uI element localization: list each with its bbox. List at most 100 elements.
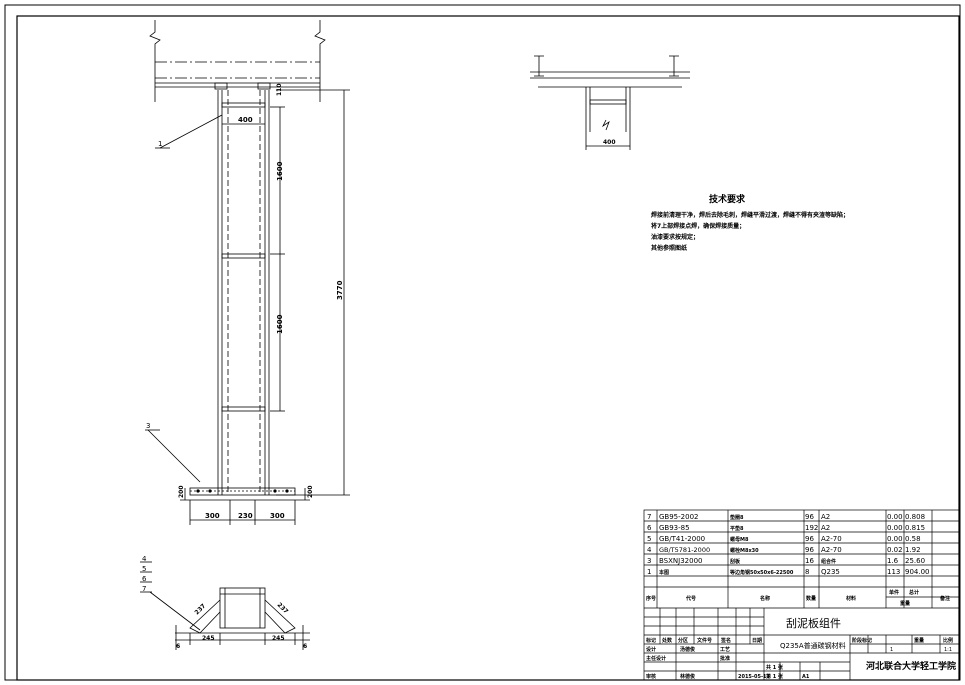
dim-total-height: 3770 xyxy=(336,280,344,300)
bom-cell-code: GB/T41-2000 xyxy=(659,535,705,543)
tb-date: 2015-05-13 xyxy=(738,674,771,680)
bom-cell-name: 垫圈8 xyxy=(730,514,744,521)
bom-cell-name: 刮板 xyxy=(730,558,741,565)
dim-foot-right: 200 xyxy=(307,485,314,498)
bom-cell-qty: 96 xyxy=(805,535,814,543)
dim-small-top: 110 xyxy=(276,83,283,96)
bom-cell-unit: 1.6 xyxy=(887,557,899,565)
bom-cell-total: 904.00 xyxy=(905,568,930,576)
bom-cell-code: GB/T5781-2000 xyxy=(659,546,710,554)
bom-header-unit: 单件 xyxy=(889,589,899,596)
tb-reviewer: 林德俊 xyxy=(680,673,695,680)
bom-row: 6 GB93-85 平垫8 192 A2 0.00 0.815 xyxy=(647,524,925,532)
bom-header-total: 总计 xyxy=(909,589,919,596)
bom-cell-code: GB93-85 xyxy=(659,524,690,532)
tb-label-sign: 签名 xyxy=(720,637,731,644)
bom-cell-material: 组合件 xyxy=(821,558,836,565)
bom-header-code: 代号 xyxy=(685,595,696,602)
tech-req-line-1: 焊接前清理干净，焊后去除毛刺，焊缝平滑过渡，焊缝不得有夹渣等缺陷； xyxy=(651,211,849,219)
inner-border xyxy=(16,15,960,681)
bom-cell-qty: 8 xyxy=(805,568,809,576)
tb-scale: 1:1 xyxy=(944,647,952,653)
tb-sheets: 共 1 张 xyxy=(766,664,784,671)
plan-callout-5: 5 xyxy=(142,565,146,573)
dim-base-1: 300 xyxy=(205,512,220,520)
bom-cell-name: 螺栓M8x30 xyxy=(730,547,759,554)
tb-label-docno: 文件号 xyxy=(697,637,712,644)
bom-cell-qty: 192 xyxy=(805,524,818,532)
main-elevation-view xyxy=(145,20,350,525)
plan-dim-left-small: 6 xyxy=(176,643,180,650)
tb-label-mark: 标记 xyxy=(645,637,656,644)
bom-cell-total: 0.808 xyxy=(905,513,925,521)
tb-designer: 汤德俊 xyxy=(680,646,695,653)
bom-header-note: 备注 xyxy=(939,595,950,602)
bom-cell-no: 3 xyxy=(647,557,651,565)
tech-req-line-2: 将7上部焊接点焊，确保焊接质量； xyxy=(651,222,745,230)
bom-cell-total: 0.815 xyxy=(905,524,925,532)
callout-3: 3 xyxy=(146,422,150,430)
bom-cell-qty: 96 xyxy=(805,513,814,521)
dim-base-2: 230 xyxy=(238,512,253,520)
bom-cell-unit: 0.00 xyxy=(887,513,903,521)
tb-sheet: 第 1 张 xyxy=(766,673,784,680)
tb-label-weight: 重量 xyxy=(914,637,924,644)
side-view-dim-width: 400 xyxy=(603,139,616,146)
bom-cell-code: GB95-2002 xyxy=(659,513,698,521)
tb-label-stage: 阶段标记 xyxy=(852,637,872,644)
bom-cell-code: 本图 xyxy=(658,569,669,576)
side-view xyxy=(530,55,690,150)
tb-label-check: 主任设计 xyxy=(646,655,666,662)
bom-header-name: 名称 xyxy=(760,595,770,602)
plan-dim-right-small: 6 xyxy=(303,643,307,650)
bom-cell-no: 7 xyxy=(647,513,651,521)
bom-cell-no: 5 xyxy=(647,535,651,543)
drawing-name: 刮泥板组件 xyxy=(786,616,841,630)
bom-cell-material: A2-70 xyxy=(821,546,842,554)
plan-view xyxy=(140,561,310,650)
school-name: 河北联合大学轻工学院 xyxy=(866,660,956,672)
bom-header-no: 序号 xyxy=(645,595,656,602)
bom-cell-material: Q235 xyxy=(821,568,840,576)
dim-width-top: 400 xyxy=(238,116,253,124)
tech-req-line-4: 其他参照图纸 xyxy=(651,244,687,252)
bom-header-weight: 重量 xyxy=(900,600,910,607)
tb-label-date: 日期 xyxy=(752,637,762,644)
bom-table-lines xyxy=(643,509,960,681)
bom-cell-qty: 96 xyxy=(805,546,814,554)
title-block: 刮泥板组件 Q235A普通碳钢材料 河北联合大学轻工学院 标记 处数 分区 文件… xyxy=(645,616,956,680)
bom-table: 7 GB95-2002 垫圈8 96 A2 0.00 0.808 6 GB93-… xyxy=(645,513,950,607)
bom-cell-no: 6 xyxy=(647,524,652,532)
plan-callout-6: 6 xyxy=(142,575,147,583)
plan-dim-left-base: 245 xyxy=(202,635,215,642)
bom-cell-material: A2-70 xyxy=(821,535,842,543)
plan-view-labels: 4 5 6 7 237 237 245 245 6 6 xyxy=(142,555,307,650)
outer-border xyxy=(4,4,961,681)
main-view-dimension-labels: 400 1600 1600 3770 110 200 200 300 230 3… xyxy=(146,83,344,520)
plan-callout-7: 7 xyxy=(142,585,146,593)
plan-dim-right-diag: 237 xyxy=(276,601,290,615)
bom-header: 序号 代号 名称 数量 材料 单件 总计 重量 备注 xyxy=(645,589,950,607)
bom-cell-name: 螺母M8 xyxy=(730,536,749,543)
tb-label-review: 审核 xyxy=(646,673,656,680)
technical-requirements: 技术要求 焊接前清理干净，焊后去除毛刺，焊缝平滑过渡，焊缝不得有夹渣等缺陷； 将… xyxy=(651,193,849,252)
bom-cell-unit: 0.00 xyxy=(887,524,903,532)
bom-cell-total: 0.58 xyxy=(905,535,921,543)
tb-qty: 1 xyxy=(890,647,893,653)
tech-req-line-3: 油漆要求按规定； xyxy=(651,233,699,241)
bom-row: 1 本图 等边角钢50x50x6-22500 8 Q235 113 904.00 xyxy=(647,568,930,576)
bom-cell-no: 1 xyxy=(647,568,651,576)
material-spec: Q235A普通碳钢材料 xyxy=(780,641,846,650)
dim-base-3: 300 xyxy=(270,512,285,520)
callout-1: 1 xyxy=(158,140,162,148)
dim-foot-left: 200 xyxy=(178,485,185,498)
bom-header-qty: 数量 xyxy=(806,595,816,602)
bom-cell-no: 4 xyxy=(647,546,652,554)
tb-label-craft: 工艺 xyxy=(720,646,730,653)
bom-cell-total: 1.92 xyxy=(905,546,921,554)
bom-cell-total: 25.60 xyxy=(905,557,925,565)
tb-label-approve: 批准 xyxy=(720,655,730,662)
bom-cell-material: A2 xyxy=(821,524,830,532)
